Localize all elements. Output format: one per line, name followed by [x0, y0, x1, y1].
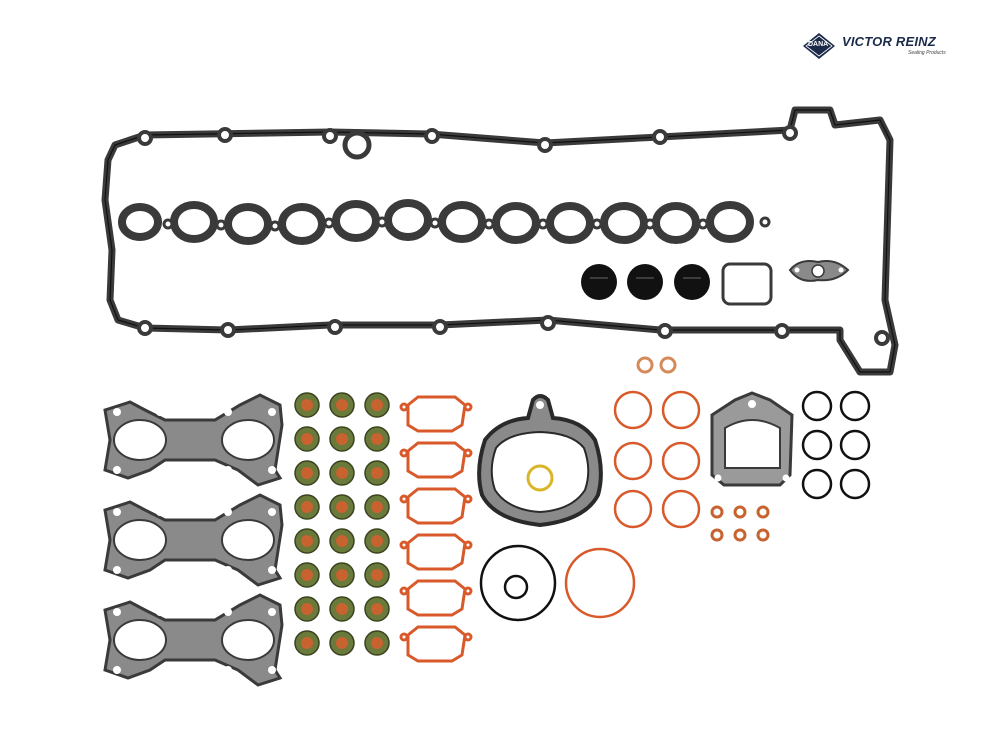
small-copper-washers [710, 505, 770, 542]
valve-stem-seal-core [371, 535, 383, 547]
valve-stem-seal-core [371, 501, 383, 513]
valve-cover-bolt-bosses [137, 125, 890, 346]
black-o-rings [479, 544, 557, 622]
intake-port-tab [463, 540, 473, 550]
valve-stem-seal-core [301, 433, 313, 445]
intake-port-tab [399, 586, 409, 596]
dana-diamond-icon [803, 33, 835, 59]
injector-seal-chain [118, 199, 754, 245]
valve-stem-seal-core [301, 467, 313, 479]
valve-stem-seal-core [371, 603, 383, 615]
valve-stem-seal-core [336, 467, 348, 479]
valve-stem-seal-core [336, 603, 348, 615]
valve-stem-seal-core [301, 603, 313, 615]
copper-washers-top [636, 356, 677, 374]
intake-port-tab [463, 632, 473, 642]
valve-stem-seal-core [301, 637, 313, 649]
valve-stem-seal-core [371, 399, 383, 411]
logo-badge: DANA [808, 41, 829, 48]
intake-port-tab [463, 402, 473, 412]
intake-port-gasket [406, 625, 467, 663]
intake-port-gasket [406, 533, 467, 571]
intake-port-tab [399, 540, 409, 550]
valve-stem-seal-core [336, 433, 348, 445]
valve-stem-seal-core [371, 569, 383, 581]
intake-port-gasket [406, 441, 467, 479]
valve-stem-seals [294, 392, 390, 656]
turbo-exhaust-gasket [710, 391, 794, 487]
valve-stem-seal-core [371, 467, 383, 479]
square-gasket [721, 262, 773, 306]
rubber-plugs [581, 264, 710, 300]
logo-brand: VICTOR REINZ [842, 34, 936, 49]
exhaust-manifold-gaskets [103, 393, 284, 687]
intake-port-gaskets [399, 395, 473, 663]
turbo-flange-gasket [477, 394, 603, 528]
intake-port-tab [463, 448, 473, 458]
valve-stem-seal-core [301, 569, 313, 581]
valve-stem-seal-core [336, 569, 348, 581]
intake-port-tab [463, 494, 473, 504]
intake-port-tab [399, 448, 409, 458]
valve-stem-seal-core [371, 637, 383, 649]
valve-stem-seal-core [336, 399, 348, 411]
logo-tagline: Sealing Products [908, 50, 946, 56]
intake-port-gasket [406, 579, 467, 617]
valve-stem-seal-core [336, 501, 348, 513]
valve-stem-seal-core [336, 535, 348, 547]
intake-port-gasket [406, 487, 467, 525]
orange-o-rings [613, 390, 701, 529]
victor-reinz-logo: DANA VICTOR REINZ Sealing Products [798, 30, 948, 64]
valve-stem-seal-core [301, 535, 313, 547]
valve-stem-seal-core [336, 637, 348, 649]
intake-port-tab [399, 402, 409, 412]
valve-stem-seal-core [301, 501, 313, 513]
black-o-rings-right [801, 390, 871, 500]
intake-port-tab [399, 632, 409, 642]
valve-stem-seal-core [301, 399, 313, 411]
intake-port-tab [463, 586, 473, 596]
intake-port-gasket [406, 395, 467, 433]
valve-stem-seal-core [371, 433, 383, 445]
orange-large-ring [564, 547, 636, 619]
intake-port-tab [399, 494, 409, 504]
